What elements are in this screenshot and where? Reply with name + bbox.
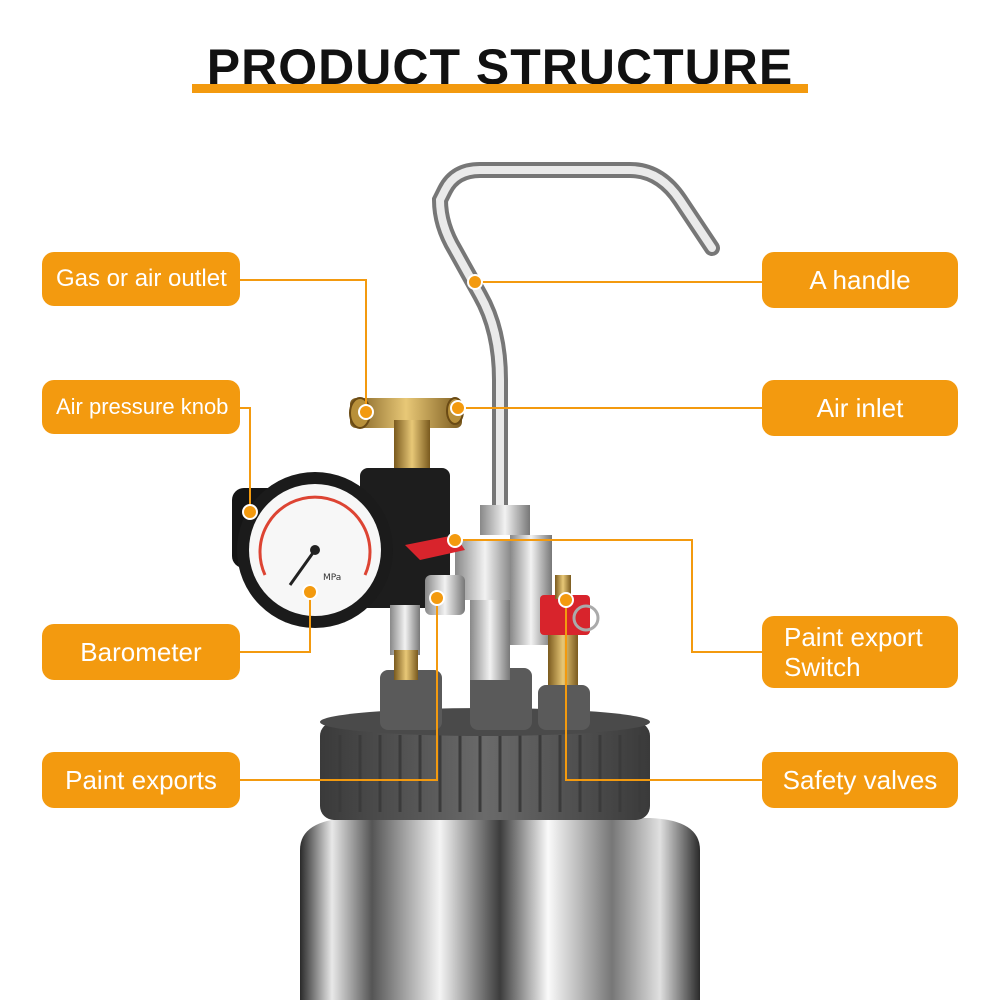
gauge-unit: MPa (323, 573, 341, 583)
valve-block (405, 505, 552, 680)
canister (300, 818, 700, 1000)
label-handle: A handle (762, 252, 958, 308)
label-gas-outlet: Gas or air outlet (42, 252, 240, 306)
title-underline (192, 84, 808, 93)
lid (320, 668, 650, 820)
callout-lines (240, 279, 762, 781)
label-safety-valves: Safety valves (762, 752, 958, 808)
label-paint-export-switch-line1: Paint export (784, 622, 923, 652)
label-air-inlet: Air inlet (762, 380, 958, 436)
brass-tee-fitting (349, 397, 464, 470)
barometer-gauge: MPa (237, 472, 393, 628)
label-paint-export-switch-line2: Switch (784, 652, 861, 682)
label-paint-exports: Paint exports (42, 752, 240, 808)
callout-dots (242, 274, 574, 608)
label-barometer: Barometer (42, 624, 240, 680)
handle-rod (431, 162, 720, 518)
label-air-pressure-knob: Air pressure knob (42, 380, 240, 434)
label-paint-export-switch: Paint export Switch (762, 616, 958, 688)
